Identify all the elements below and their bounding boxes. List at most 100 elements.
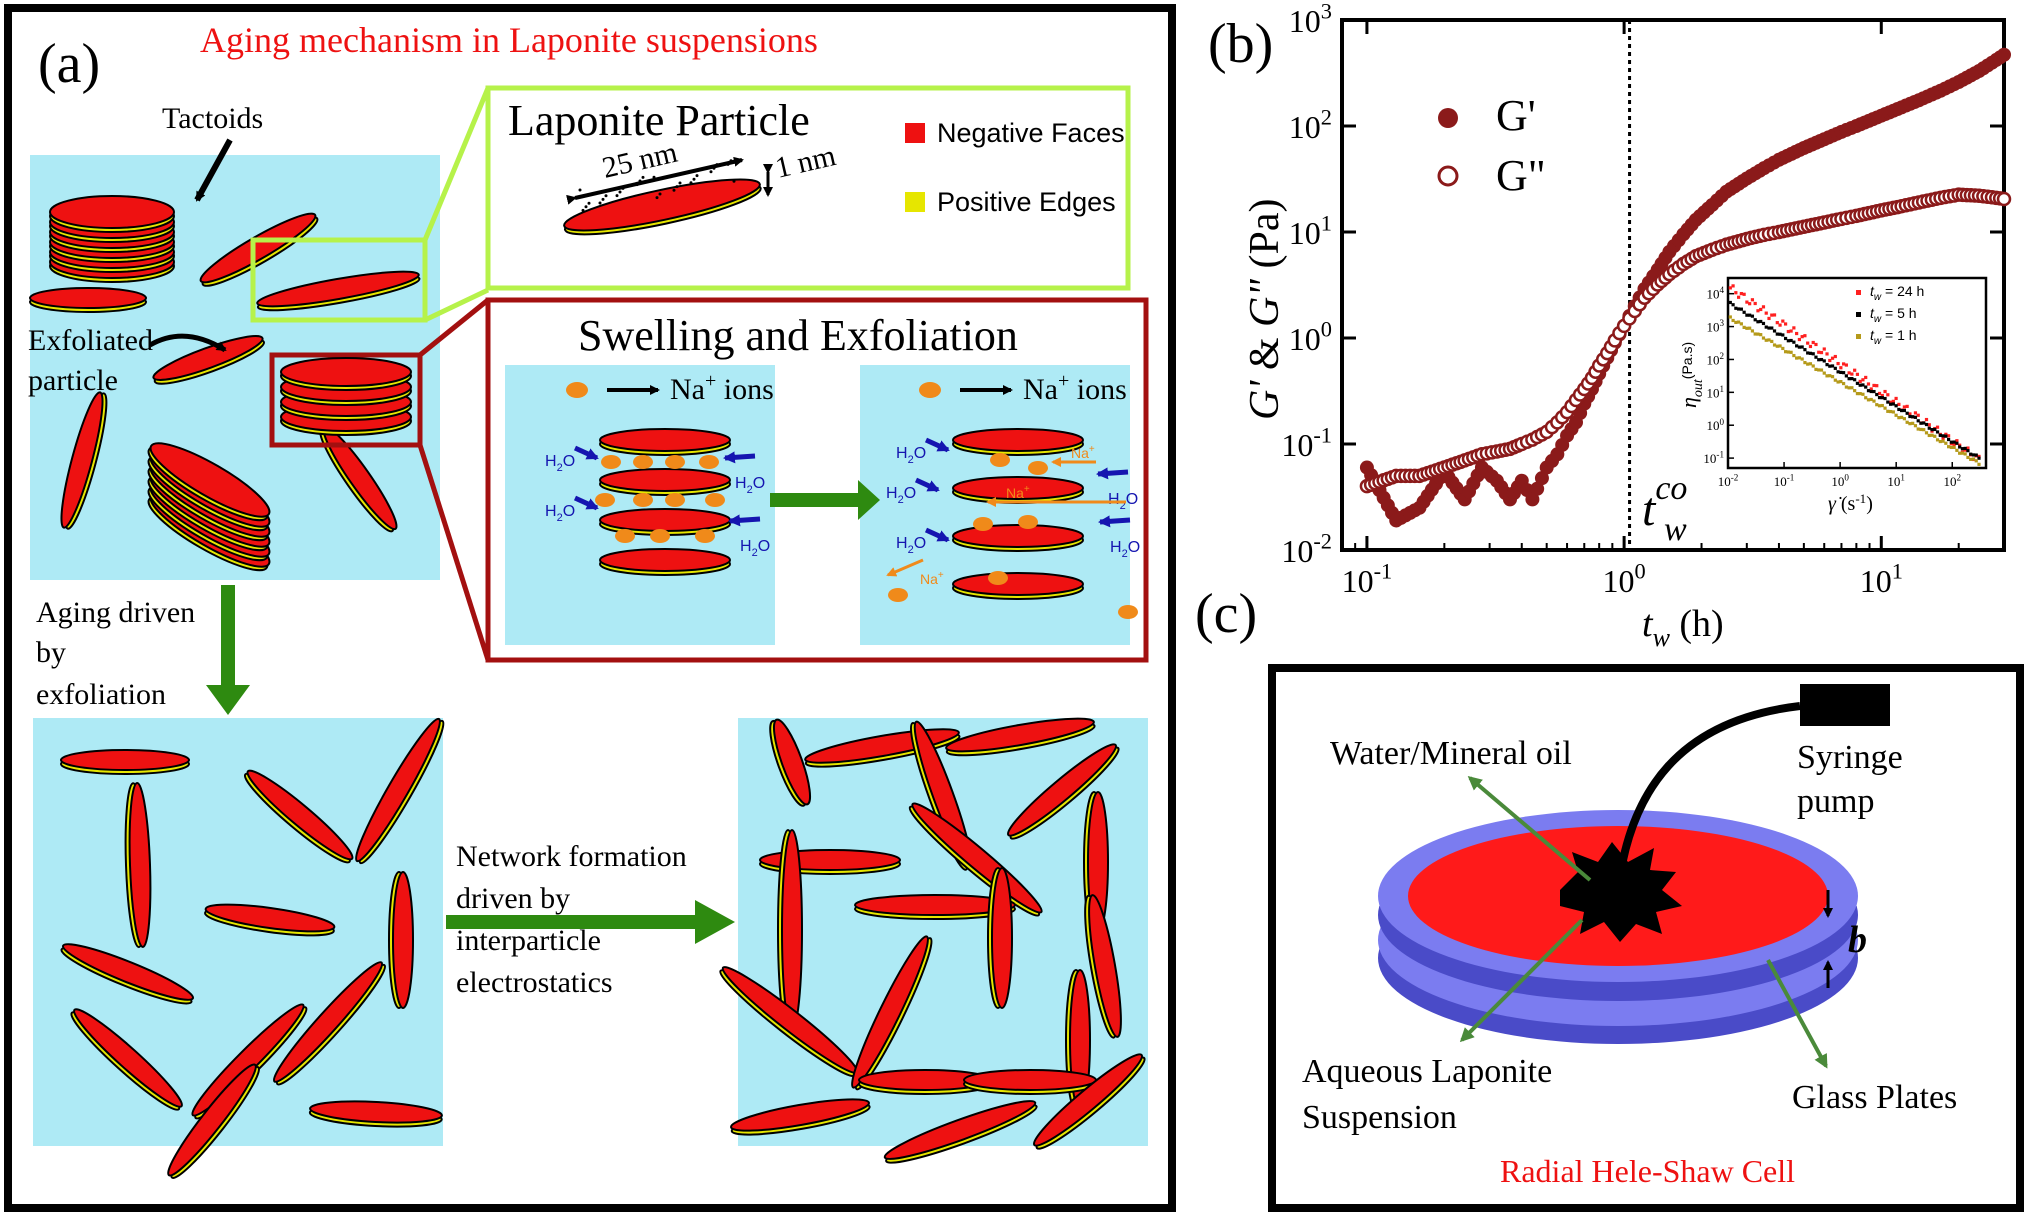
y-tick-label: 103 xyxy=(1289,0,1332,39)
inset-point xyxy=(1833,366,1837,370)
inset-point xyxy=(1969,457,1973,461)
inset-point xyxy=(1728,286,1732,290)
data-point xyxy=(1997,47,2011,62)
inset-point xyxy=(1875,384,1879,388)
inset-y-label: ηout(Pa.s) xyxy=(1676,342,1706,408)
legend-pos-swatch xyxy=(905,192,925,212)
laponite-disc xyxy=(355,717,445,865)
inset-point xyxy=(1781,319,1785,323)
inset-point xyxy=(1853,378,1857,382)
water-arrow xyxy=(924,437,950,453)
laponite-disc xyxy=(769,718,812,807)
inset-point xyxy=(1872,399,1876,403)
laponite-disc xyxy=(854,894,1016,920)
inset-point xyxy=(1891,399,1895,403)
inset-point xyxy=(1822,359,1826,363)
inset-point xyxy=(1971,453,1976,457)
laponite-disc xyxy=(167,1063,260,1179)
syringe-tube xyxy=(1614,702,1801,891)
x-tick-label: 101 xyxy=(1860,559,1903,599)
inset-point xyxy=(1880,403,1884,408)
inset-point xyxy=(1728,300,1732,305)
laponite-disc xyxy=(60,749,190,775)
inset-point xyxy=(1830,375,1835,379)
na-ion xyxy=(1118,605,1138,619)
inset-x-tick-label: 102 xyxy=(1943,473,1961,489)
swelling-layer xyxy=(599,428,731,456)
inset-series xyxy=(1728,284,1981,462)
inset-point xyxy=(1883,389,1887,394)
inset-point xyxy=(1839,366,1843,370)
inset-point xyxy=(1756,320,1760,324)
laponite-disc xyxy=(963,1069,1097,1095)
inset-point xyxy=(1894,413,1898,417)
data-point xyxy=(1525,492,1540,507)
tactoids-label: Tactoids xyxy=(162,102,263,135)
tactoid-layer xyxy=(147,442,271,522)
inset-point xyxy=(1905,404,1909,408)
syringe-pump-icon xyxy=(1800,684,1890,726)
inset-point xyxy=(1888,409,1893,414)
network-label-1: Network formation xyxy=(456,840,687,873)
na-ion xyxy=(990,453,1010,467)
inset-point xyxy=(1734,291,1738,295)
h2o-label: H2O xyxy=(896,535,926,556)
inset-point xyxy=(1877,396,1882,400)
inset-point xyxy=(1797,356,1801,360)
panel-c-caption: Radial Hele-Shaw Cell xyxy=(1500,1153,1795,1189)
inset-point xyxy=(1900,415,1904,419)
inset-point xyxy=(1963,452,1967,456)
inset-point xyxy=(1828,364,1832,368)
inset-point xyxy=(1789,350,1793,354)
inset-point xyxy=(1803,348,1807,352)
aqueous-label-2: Suspension xyxy=(1302,1099,1457,1136)
panel-c-letter: (c) xyxy=(1195,583,1257,645)
inset-point xyxy=(1905,420,1909,424)
inset-point xyxy=(1908,422,1912,426)
na-ion xyxy=(973,517,993,531)
inset-point xyxy=(1913,411,1918,415)
inset-point xyxy=(1955,439,1959,443)
inset-point xyxy=(1869,397,1873,402)
inset-point xyxy=(1952,442,1956,447)
inset-point xyxy=(1822,371,1826,375)
inset-point xyxy=(1861,378,1865,382)
tactoid-layer xyxy=(280,357,412,391)
inset-point xyxy=(1842,371,1846,375)
inset-point xyxy=(1902,408,1906,413)
inset-point xyxy=(1944,432,1948,436)
inset-point xyxy=(1955,448,1959,452)
inset-point xyxy=(1783,350,1788,354)
inset-point xyxy=(1819,368,1824,372)
tactoid-stack xyxy=(49,195,175,283)
x-tick-label: 100 xyxy=(1603,559,1646,599)
inset-legend-marker xyxy=(1856,334,1861,339)
inset-point xyxy=(1858,392,1862,396)
laponite-disc xyxy=(308,1100,443,1128)
network-label-2: driven by xyxy=(456,882,570,915)
inset-point xyxy=(1753,318,1757,322)
inset-point xyxy=(1941,434,1945,438)
inset-point xyxy=(1861,383,1865,387)
inset-point xyxy=(1853,368,1857,372)
inset-point xyxy=(1739,307,1743,311)
inset-point xyxy=(1819,350,1824,355)
inset-point xyxy=(1938,439,1942,444)
inset-point xyxy=(1922,421,1926,425)
inset-point xyxy=(1756,309,1760,313)
inset-point xyxy=(1822,347,1826,351)
swelling-layer xyxy=(599,468,731,496)
water-arrow xyxy=(914,477,940,493)
x-tick-label: 10-1 xyxy=(1342,559,1393,599)
inset-point xyxy=(1764,338,1768,342)
zoom-box-particle xyxy=(250,237,428,323)
inset-point xyxy=(1949,445,1953,449)
na-ions-label: Na+ ions xyxy=(1023,370,1127,406)
inset-point xyxy=(1739,291,1743,296)
inset-point xyxy=(1817,368,1821,372)
inset-point xyxy=(1930,428,1934,432)
inset-point xyxy=(1783,322,1788,326)
swelling-arrow-head xyxy=(858,480,880,520)
inset-point xyxy=(1977,462,1981,466)
